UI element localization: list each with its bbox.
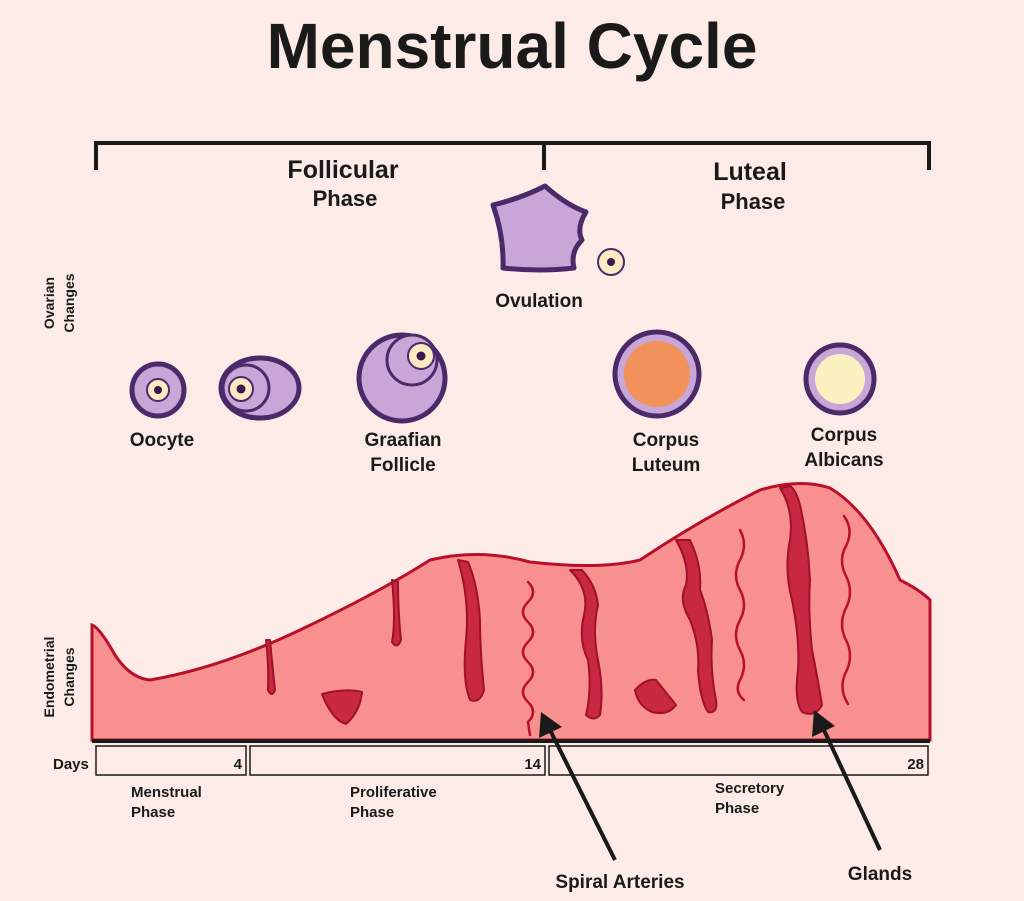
corpus-luteum-icon — [612, 329, 702, 419]
follicular-phase-label: Follicular — [287, 156, 398, 184]
endometrial-changes-label-2: Changes — [61, 647, 77, 706]
ovulation-label: Ovulation — [495, 291, 583, 312]
proliferative-phase-label: Proliferative — [350, 784, 437, 801]
endometrial-changes-label: Endometrial — [41, 637, 57, 718]
follicular-phase-label-2: Phase — [313, 186, 378, 211]
secretory-phase-label-2: Phase — [715, 800, 759, 817]
day-scale — [95, 745, 929, 776]
secretory-phase-label: Secretory — [715, 780, 785, 797]
ovarian-changes-label: Ovarian — [41, 277, 57, 329]
days-label: Days — [53, 756, 89, 773]
oocyte-label: Oocyte — [130, 430, 194, 451]
graafian-follicle-icon — [356, 332, 448, 424]
ovarian-changes-label-2: Changes — [61, 273, 77, 332]
corpus-albicans-icon — [803, 342, 877, 416]
day-4-label: 4 — [234, 756, 243, 773]
graafian-follicle-label-2: Follicle — [370, 455, 435, 476]
graafian-follicle-label: Graafian — [364, 430, 441, 451]
luteal-phase-label: Luteal — [713, 158, 787, 186]
spiral-arteries — [521, 514, 852, 737]
spiral-arteries-label: Spiral Arteries — [555, 872, 684, 893]
ovulation-icon — [490, 183, 625, 276]
luteal-phase-label-2: Phase — [721, 189, 786, 214]
phase-bracket — [94, 141, 931, 170]
corpus-luteum-label: Corpus — [633, 430, 700, 451]
corpus-albicans-label-2: Albicans — [804, 450, 883, 471]
proliferative-phase-label-2: Phase — [350, 804, 394, 821]
oocyte-icon — [129, 361, 187, 419]
primary-follicle-icon — [218, 355, 302, 421]
menstrual-phase-label-2: Phase — [131, 804, 175, 821]
corpus-luteum-label-2: Luteum — [632, 455, 701, 476]
day-28-label: 28 — [907, 756, 924, 773]
callout-arrows — [539, 710, 882, 861]
menstrual-phase-label: Menstrual — [131, 784, 202, 801]
glands-label: Glands — [848, 864, 912, 885]
uterine-glands — [265, 485, 823, 725]
day-14-label: 14 — [524, 756, 541, 773]
corpus-albicans-label: Corpus — [811, 425, 878, 446]
page-title: Menstrual Cycle — [267, 10, 758, 82]
endometrium-layer — [90, 481, 932, 742]
